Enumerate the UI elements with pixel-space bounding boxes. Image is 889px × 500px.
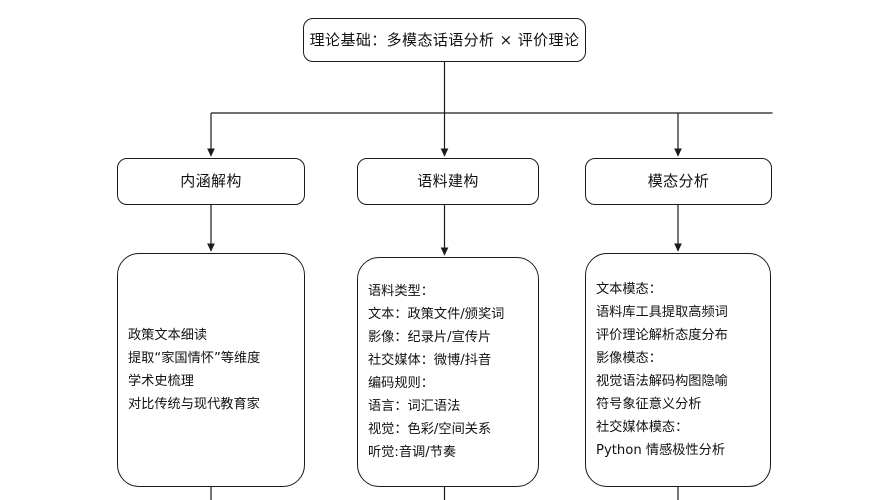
node-branch-1-label: 内涵解构 xyxy=(180,172,242,191)
node-detail-connotation-deconstruction[interactable]: 政策文本细读 提取“家国情怀”等维度 学术史梳理 对比传统与现代教育家 xyxy=(117,253,305,487)
node-detail-corpus-construction[interactable]: 语料类型： 文本：政策文件/颁奖词 影像：纪录片/宣传片 社交媒体：微博/抖音 … xyxy=(357,257,539,487)
node-detail-1-text: 政策文本细读 提取“家国情怀”等维度 学术史梳理 对比传统与现代教育家 xyxy=(128,328,261,412)
node-branch-2-label: 语料建构 xyxy=(417,172,479,191)
node-detail-3-text: 文本模态： 语料库工具提取高频词 评价理论解析态度分布 影像模态： 视觉语法解码… xyxy=(596,282,728,458)
node-root-label: 理论基础：多模态话语分析 × 评价理论 xyxy=(309,30,580,49)
node-branch-connotation-deconstruction[interactable]: 内涵解构 xyxy=(117,158,305,205)
node-detail-modality-analysis[interactable]: 文本模态： 语料库工具提取高频词 评价理论解析态度分布 影像模态： 视觉语法解码… xyxy=(585,253,771,487)
node-branch-3-label: 模态分析 xyxy=(647,172,710,191)
node-detail-2-text: 语料类型： 文本：政策文件/颁奖词 影像：纪录片/宣传片 社交媒体：微博/抖音 … xyxy=(368,284,505,460)
node-branch-corpus-construction[interactable]: 语料建构 xyxy=(357,158,539,205)
node-branch-modality-analysis[interactable]: 模态分析 xyxy=(585,158,772,205)
node-theoretical-foundation[interactable]: 理论基础：多模态话语分析 × 评价理论 xyxy=(303,18,586,62)
